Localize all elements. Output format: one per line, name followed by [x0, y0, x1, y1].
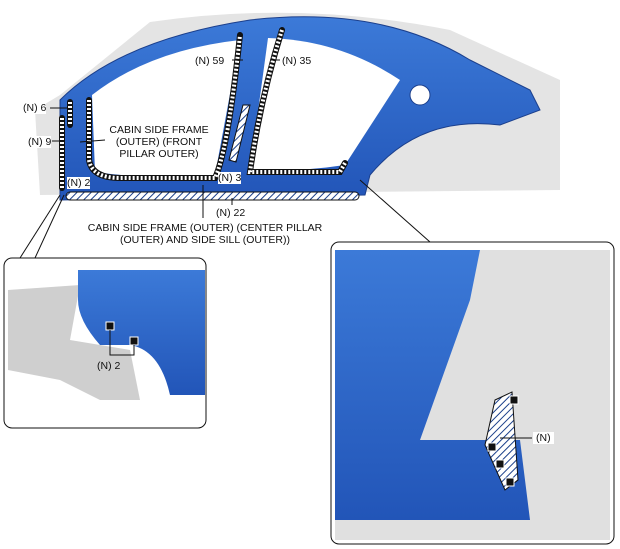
- left-detail-grey-part: [8, 285, 140, 400]
- weld-count-label-n35: (N) 35: [282, 55, 312, 67]
- front-pillar-label-line-1: CABIN SIDE FRAME: [109, 124, 209, 136]
- side-sill-hatched-area: [65, 191, 360, 201]
- weld-count-label-n2: (N) 2: [67, 177, 91, 189]
- rear-window-opening: [250, 38, 400, 171]
- weld-count-label-n3: (N) 3: [218, 172, 242, 184]
- front-pillar-outer-label: CABIN SIDE FRAME (OUTER) (FRONT PILLAR O…: [104, 124, 214, 160]
- center-pillar-label-line-2: (OUTER) AND SIDE SILL (OUTER)): [120, 234, 290, 246]
- detail-left-weld-label: (N) 2: [97, 360, 121, 372]
- center-pillar-side-sill-label: CABIN SIDE FRAME (OUTER) (CENTER PILLAR …: [80, 222, 330, 246]
- weld-count-label-n9: (N) 9: [28, 136, 52, 148]
- weld-count-label-n6: (N) 6: [23, 102, 47, 114]
- left-detail-blue-part: [78, 270, 205, 395]
- front-pillar-label-line-2: (OUTER) (FRONT: [115, 136, 203, 148]
- weld-count-label-n22: (N) 22: [216, 207, 246, 219]
- leader-lines: [19, 59, 431, 259]
- detail-right-weld-label: (N): [533, 432, 554, 444]
- center-pillar-hatched-area: [228, 104, 251, 163]
- front-window-opening: [92, 40, 240, 177]
- right-detail-blue-part: [335, 250, 530, 520]
- fuel-door-opening: [409, 84, 431, 106]
- weld-count-label-n59: (N) 59: [195, 55, 225, 67]
- front-pillar-label-line-3: PILLAR OUTER): [119, 148, 199, 160]
- center-pillar-label-line-1: CABIN SIDE FRAME (OUTER) (CENTER PILLAR: [87, 222, 323, 234]
